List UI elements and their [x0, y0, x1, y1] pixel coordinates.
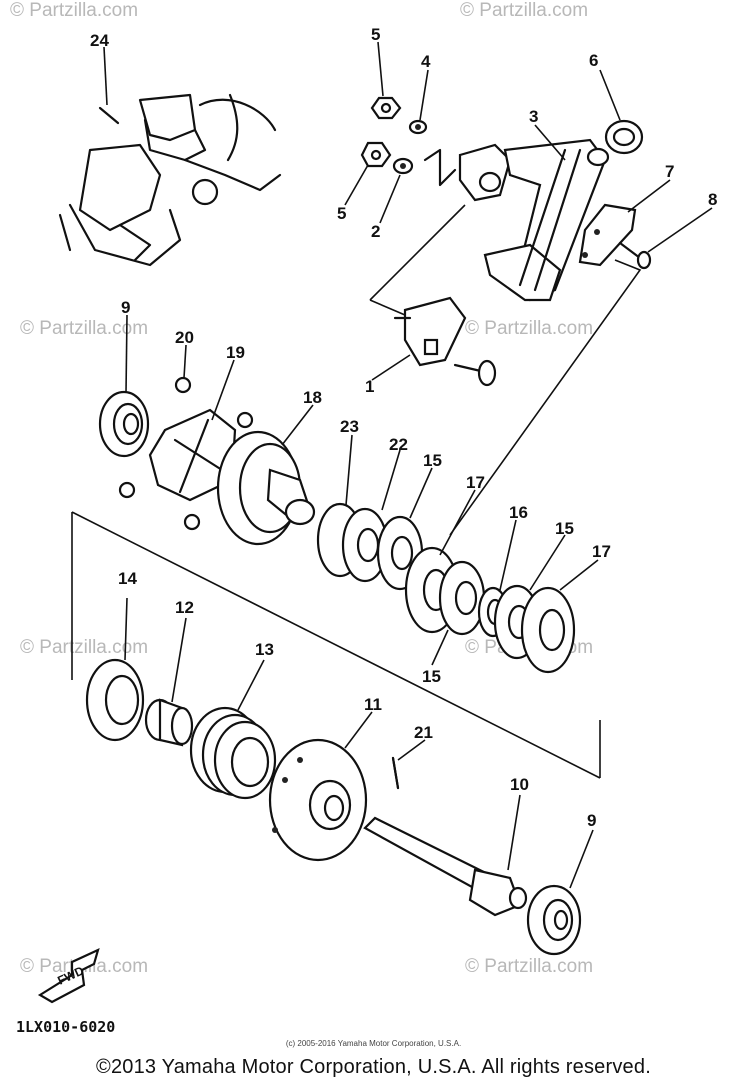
callout-8: 8 — [708, 190, 717, 209]
shift-plates — [316, 502, 576, 674]
parts-12-13-14 — [85, 658, 277, 800]
callout-22: 22 — [389, 435, 408, 454]
callout-5: 5 — [337, 204, 346, 223]
callout-1: 1 — [365, 377, 374, 396]
callout-9: 9 — [121, 298, 130, 317]
callout-18: 18 — [303, 388, 322, 407]
callout-17: 17 — [592, 542, 611, 561]
callout-12: 12 — [175, 598, 194, 617]
callout-20: 20 — [175, 328, 194, 347]
watermark: © Partzilla.com — [465, 956, 593, 977]
assembly-lines — [71, 204, 642, 779]
watermark: © Partzilla.com — [20, 318, 148, 339]
parts-9-10 — [363, 816, 582, 956]
callout-19: 19 — [226, 343, 245, 362]
callout-6: 6 — [589, 51, 598, 70]
nuts-and-washers — [360, 96, 457, 187]
part-9-bearing-upper — [98, 390, 150, 458]
callout-3: 3 — [529, 107, 538, 126]
parts-11-21 — [268, 738, 400, 862]
callout-15: 15 — [555, 519, 574, 538]
part-3-lever — [458, 138, 610, 302]
watermark: © Partzilla.com — [465, 318, 593, 339]
callout-15: 15 — [423, 451, 442, 470]
part-1-segment — [393, 296, 497, 387]
callout-23: 23 — [340, 417, 359, 436]
parts-6-7-8 — [578, 119, 652, 270]
callout-9: 9 — [587, 811, 596, 830]
callout-14: 14 — [118, 569, 137, 588]
leader-lines — [103, 41, 713, 889]
watermark: © Partzilla.com — [460, 0, 588, 21]
callout-16: 16 — [509, 503, 528, 522]
callout-15: 15 — [422, 667, 441, 686]
part-24-pin-and-case — [58, 93, 282, 267]
callout-13: 13 — [255, 640, 274, 659]
callout-10: 10 — [510, 775, 529, 794]
callout-11: 11 — [364, 695, 382, 714]
watermark: © Partzilla.com — [20, 637, 148, 658]
callout-21: 21 — [414, 723, 433, 742]
callout-4: 4 — [421, 52, 431, 71]
callout-17: 17 — [466, 473, 485, 492]
small-copyright: (c) 2005-2016 Yamaha Motor Corporation, … — [285, 1039, 462, 1048]
callout-24: 24 — [90, 31, 109, 50]
callout-labels: 5 4 6 3 7 8 5 2 24 9 20 19 1 18 23 22 15… — [90, 25, 717, 830]
callout-7: 7 — [665, 162, 674, 181]
footer-copyright: ©2013 Yamaha Motor Corporation, U.S.A. A… — [96, 1056, 651, 1078]
watermark: © Partzilla.com — [10, 0, 138, 21]
part-18-drum — [216, 430, 316, 546]
callout-5: 5 — [371, 25, 380, 44]
diagram-code: 1LX010-6020 — [16, 1018, 115, 1036]
callout-2: 2 — [371, 222, 380, 241]
